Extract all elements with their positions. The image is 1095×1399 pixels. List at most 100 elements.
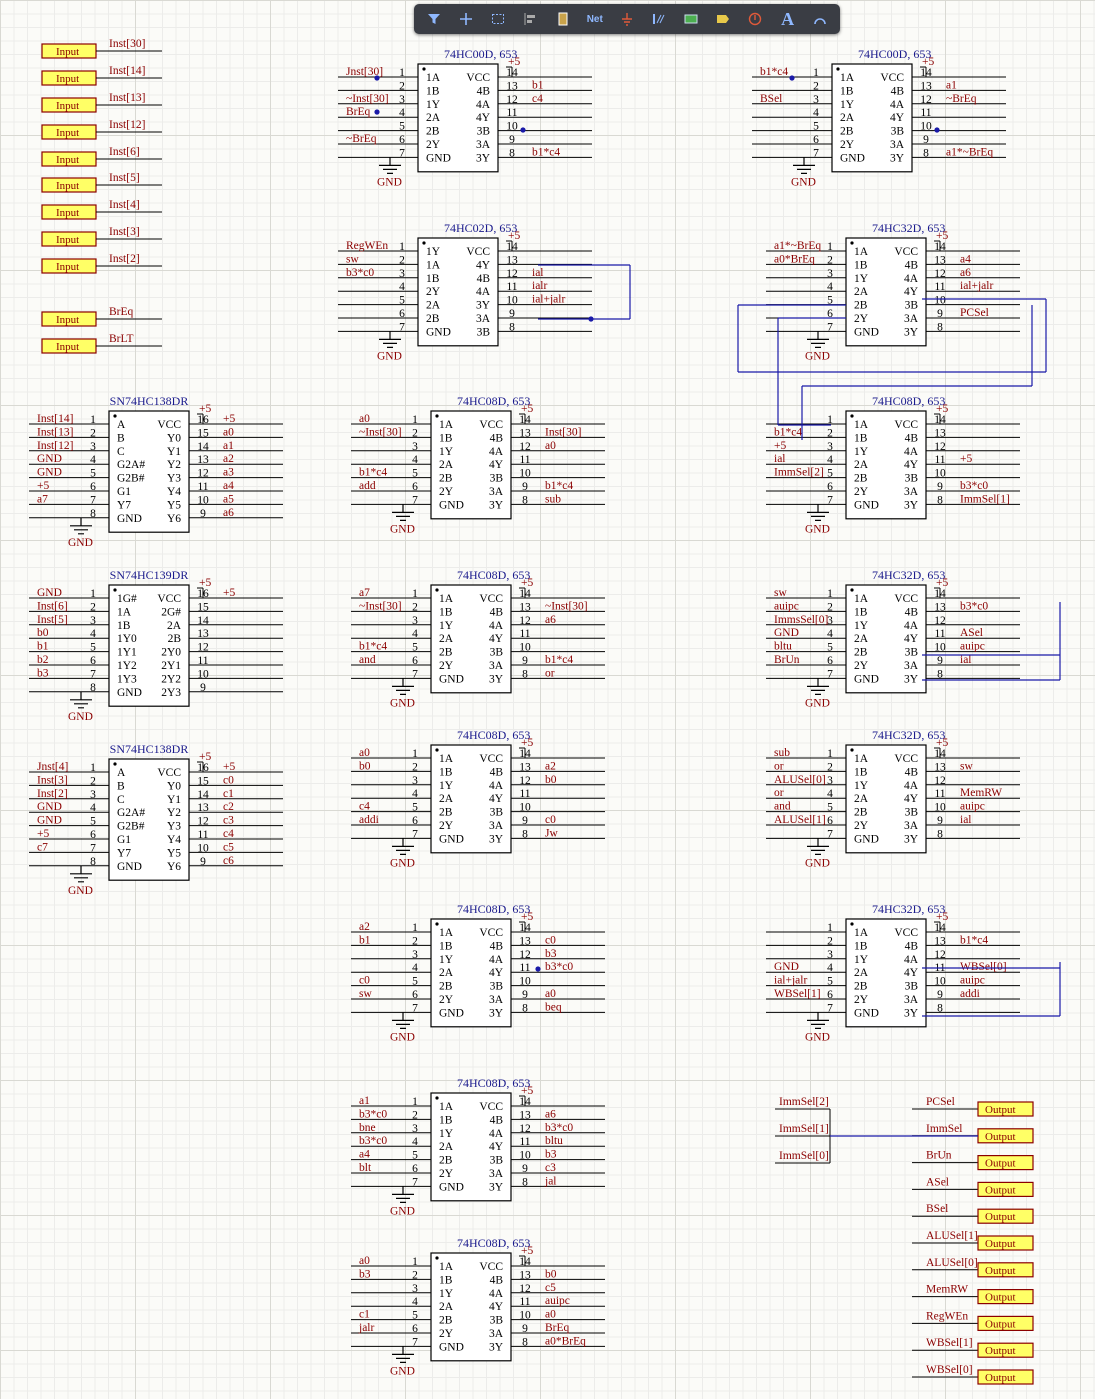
pin-name: GND — [117, 861, 142, 873]
net-label: a1 — [946, 79, 957, 91]
net-label: ImmSel[2] — [774, 467, 824, 479]
chip-title: 74HC00D, 653 — [858, 47, 931, 61]
ground-label: GND — [390, 697, 415, 709]
pin-number: 11 — [934, 628, 945, 640]
bus-button[interactable] — [646, 7, 672, 31]
pin-name: 3A — [904, 820, 919, 832]
pin-name: C — [117, 794, 125, 806]
immsel-net-label: ImmSel[2] — [779, 1096, 829, 1108]
pin-name: 3B — [477, 326, 491, 338]
plus-button[interactable] — [453, 7, 479, 31]
no-erc-button[interactable] — [742, 7, 768, 31]
pin-number: 7 — [412, 1336, 418, 1348]
pin-number: 11 — [197, 481, 208, 493]
pin-name: 3A — [489, 660, 504, 672]
pin-name: Y4 — [167, 486, 181, 498]
vcc-label: +5 — [508, 56, 520, 68]
pin-name: 2Y0 — [161, 647, 181, 659]
net-label: c4 — [359, 801, 370, 813]
pin-number: 2 — [412, 1269, 418, 1281]
chip-title: 74HC08D, 653 — [457, 1076, 530, 1090]
pin-name: G2B# — [117, 473, 145, 485]
pin-number: 9 — [937, 989, 943, 1001]
chip-body-u-08-e — [430, 918, 512, 1028]
pin-number: 7 — [90, 668, 96, 680]
no-erc-icon — [747, 11, 763, 27]
pin-number: 6 — [827, 655, 833, 667]
pin-number: 1 — [827, 414, 833, 426]
filter-button[interactable] — [421, 7, 447, 31]
vcc-label: +5 — [521, 911, 533, 923]
pin-name: 1G# — [117, 593, 137, 605]
immsel-net-label: ImmSel[1] — [779, 1123, 829, 1135]
net-label-button[interactable]: Net — [582, 7, 608, 31]
pin-number: 15 — [197, 775, 209, 787]
align-button[interactable] — [517, 7, 543, 31]
pin-name: 3A — [904, 994, 919, 1006]
pin-name: Y0 — [167, 780, 181, 792]
ground-symbol — [70, 517, 92, 535]
pin-name: 3Y — [890, 152, 905, 164]
pin-number: 13 — [519, 427, 531, 439]
pin-number: 10 — [934, 295, 946, 307]
net-label: b1*c4 — [760, 66, 788, 78]
pin-name: 1B — [439, 432, 453, 444]
pin-number: 6 — [827, 481, 833, 493]
pin-number: 12 — [920, 94, 932, 106]
net-label: BrUn — [774, 654, 800, 666]
net-label: b1*c4 — [359, 641, 387, 653]
ground-label: GND — [791, 176, 816, 188]
net-label: ~Inst[30] — [359, 426, 402, 438]
text-button[interactable]: A — [775, 7, 801, 31]
output-net-label: WBSel[0] — [926, 1364, 973, 1376]
chip-title: 74HC32D, 653 — [872, 568, 945, 582]
pin-name: Y5 — [167, 499, 181, 511]
net-label: c0 — [545, 934, 556, 946]
pin-number: 2 — [90, 427, 96, 439]
input-net-label: Inst[14] — [109, 65, 145, 77]
pin-name: 2Y — [840, 139, 855, 151]
arc-button[interactable] — [807, 7, 833, 31]
net-label: +5 — [960, 453, 972, 465]
pin-name: 1B — [840, 85, 854, 97]
pin-number: 13 — [197, 802, 209, 814]
output-port — [977, 1235, 1034, 1251]
ground-button[interactable] — [614, 7, 640, 31]
pin-number: 2 — [827, 254, 833, 266]
pin-number: 5 — [827, 642, 833, 654]
pin-name: 3A — [904, 486, 919, 498]
port-button[interactable] — [710, 7, 736, 31]
net-label: a3 — [223, 467, 234, 479]
net-label: ialr — [532, 280, 547, 292]
select-rect-button[interactable] — [485, 7, 511, 31]
ground-label: GND — [805, 857, 830, 869]
vcc-label: +5 — [936, 911, 948, 923]
output-port-label: Output — [985, 1104, 1016, 1116]
input-port-label: Input — [56, 154, 79, 166]
pin-number: 2 — [827, 427, 833, 439]
component-button[interactable] — [550, 7, 576, 31]
output-net-label: BSel — [926, 1203, 948, 1215]
net-label: GND — [37, 801, 62, 813]
pin-number: 7 — [827, 494, 833, 506]
junction-dot — [789, 75, 795, 81]
pin-name: 2B — [439, 647, 453, 659]
net-label: auipc — [960, 641, 985, 653]
output-net-label: ALUSel[1] — [926, 1230, 978, 1242]
ground-symbol — [392, 1186, 414, 1203]
pin-number: 4 — [412, 1136, 418, 1148]
pin-name: 3Y — [904, 499, 919, 511]
sheet-button[interactable] — [678, 7, 704, 31]
pin-name: VCC — [479, 927, 503, 939]
pin-name: VCC — [157, 767, 181, 779]
pin-name: 1B — [439, 1274, 453, 1286]
pin-number: 13 — [920, 80, 932, 92]
net-label: b0 — [359, 760, 371, 772]
pin-number: 12 — [519, 1283, 531, 1295]
net-label: Jnst[30] — [346, 66, 383, 78]
net-label: sw — [346, 253, 359, 265]
pin-name: 4B — [477, 85, 491, 97]
pin-name: 2A — [854, 633, 869, 645]
net-label: bltu — [774, 641, 792, 653]
net-label: b3 — [545, 1149, 557, 1161]
